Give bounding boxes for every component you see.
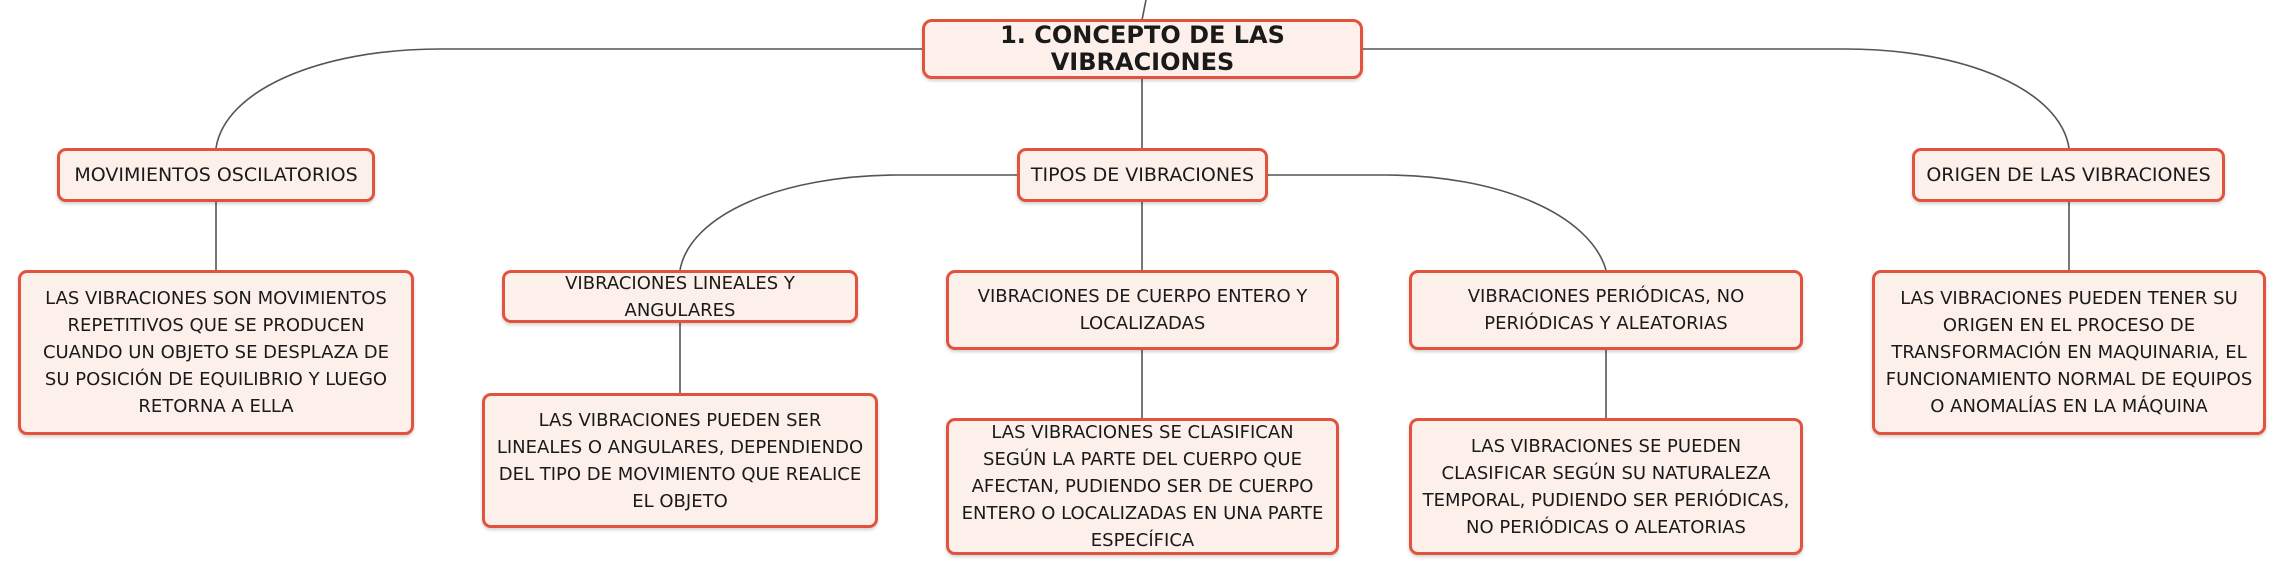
subtopic-vibraciones-lineales-angulares[interactable]: VIBRACIONES LINEALES Y ANGULARES	[502, 270, 858, 323]
detail-text: LAS VIBRACIONES SE PUEDEN CLASIFICAR SEG…	[1422, 435, 1790, 538]
detail-movimientos-oscilatorios[interactable]: LAS VIBRACIONES SON MOVIMIENTOS REPETITI…	[18, 270, 414, 435]
subtopic-label: VIBRACIONES PERIÓDICAS, NO PERIÓDICAS Y …	[1467, 286, 1745, 334]
subtopic-vibraciones-periodicas[interactable]: VIBRACIONES PERIÓDICAS, NO PERIÓDICAS Y …	[1409, 270, 1803, 350]
connector-tipos-periodicas	[1268, 174, 1607, 271]
subtopic-label: VIBRACIONES DE CUERPO ENTERO Y LOCALIZAD…	[977, 286, 1308, 334]
root-topic-label: 1. CONCEPTO DE LAS VIBRACIONES	[1000, 21, 1285, 76]
detail-text: LAS VIBRACIONES PUEDEN SER LINEALES O AN…	[496, 409, 864, 512]
detail-vibraciones-lineales-angulares[interactable]: LAS VIBRACIONES PUEDEN SER LINEALES O AN…	[482, 393, 878, 528]
connector-tipos-lineales	[679, 174, 1017, 271]
detail-origen-de-las-vibraciones[interactable]: LAS VIBRACIONES PUEDEN TENER SU ORIGEN E…	[1872, 270, 2266, 435]
topic-label: MOVIMIENTOS OSCILATORIOS	[74, 163, 358, 186]
topic-origen-de-las-vibraciones[interactable]: ORIGEN DE LAS VIBRACIONES	[1912, 148, 2225, 202]
topic-label: ORIGEN DE LAS VIBRACIONES	[1926, 163, 2211, 186]
detail-text: LAS VIBRACIONES SE CLASIFICAN SEGÚN LA P…	[961, 422, 1324, 551]
detail-vibraciones-periodicas[interactable]: LAS VIBRACIONES SE PUEDEN CLASIFICAR SEG…	[1409, 418, 1803, 555]
detail-vibraciones-cuerpo-entero[interactable]: LAS VIBRACIONES SE CLASIFICAN SEGÚN LA P…	[946, 418, 1339, 555]
subtopic-vibraciones-cuerpo-entero[interactable]: VIBRACIONES DE CUERPO ENTERO Y LOCALIZAD…	[946, 270, 1339, 350]
topic-tipos-de-vibraciones[interactable]: TIPOS DE VIBRACIONES	[1017, 148, 1268, 202]
connector-root-incoming	[1141, 0, 1147, 21]
topic-movimientos-oscilatorios[interactable]: MOVIMIENTOS OSCILATORIOS	[57, 148, 375, 202]
detail-text: LAS VIBRACIONES SON MOVIMIENTOS REPETITI…	[42, 288, 390, 417]
connector-root-origen	[1363, 48, 2070, 149]
detail-text: LAS VIBRACIONES PUEDEN TENER SU ORIGEN E…	[1885, 288, 2253, 417]
root-topic[interactable]: 1. CONCEPTO DE LAS VIBRACIONES	[922, 19, 1363, 79]
connector-root-movimientos	[215, 48, 922, 149]
topic-label: TIPOS DE VIBRACIONES	[1030, 163, 1255, 186]
subtopic-label: VIBRACIONES LINEALES Y ANGULARES	[565, 272, 795, 321]
